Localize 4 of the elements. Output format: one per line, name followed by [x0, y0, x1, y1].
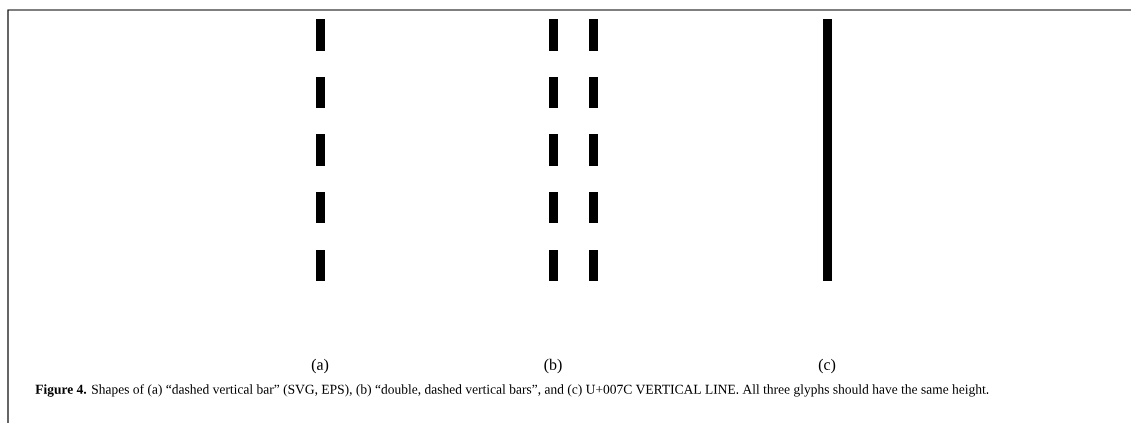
panel-label: (c) [818, 358, 836, 374]
panel-label: (a) [311, 358, 329, 374]
caption: Figure 4. Shapes of (a) “dashed vertical bar” (SVG, EPS), (b) “double, dashed vertical bars”, and (c) U+007C VERTICAL LINE. All three glyphs should have the same height. [35, 384, 989, 397]
panel-label: (b) [544, 358, 562, 374]
